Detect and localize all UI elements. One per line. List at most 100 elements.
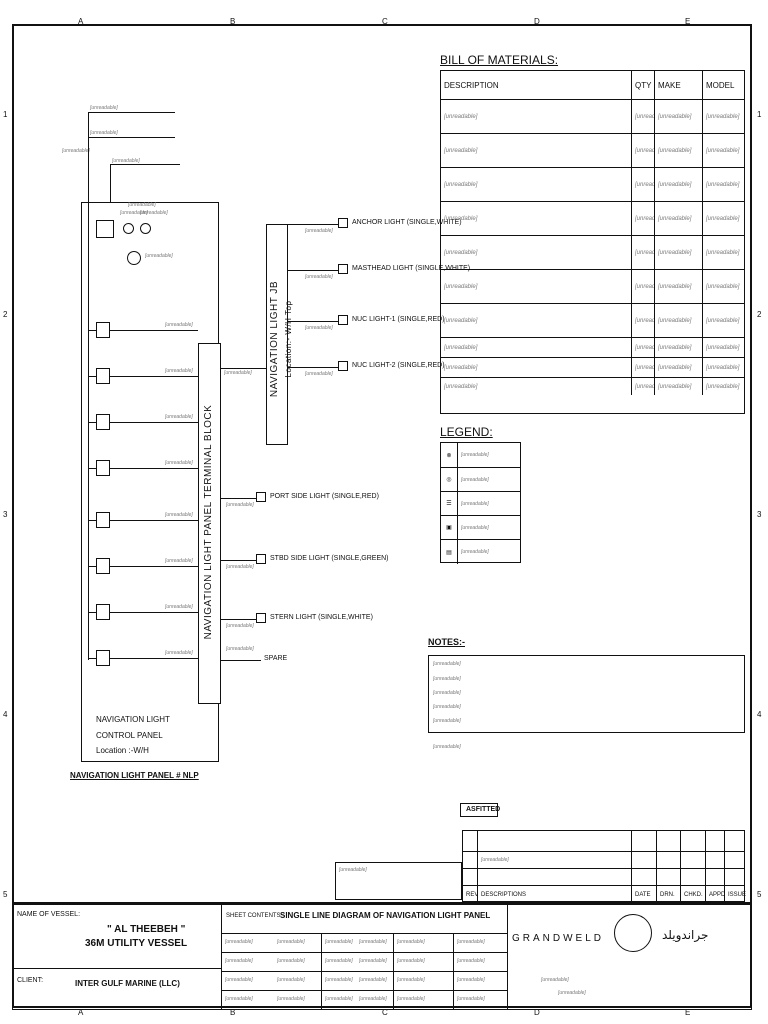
note-item: [unreadable] [433,690,461,696]
output-label: ANCHOR LIGHT (SINGLE,WHITE) [352,219,462,226]
navigation-light-panel-box [81,202,219,762]
bom-make: [unreadable] [654,304,702,337]
rev-cell [724,852,746,868]
control-circuit-box [96,460,110,476]
legend-label: [unreadable] [457,492,522,515]
copyright-box [335,862,462,900]
jb-feed-tag: [unreadable] [224,370,252,376]
output-label: MASTHEAD LIGHT (SINGLE,WHITE) [352,265,471,272]
revision-row: [unreadable] [463,851,744,868]
zone-c-top: C [382,17,388,26]
field-value: [unreadable] [359,958,387,964]
cable-tag: [unreadable] [305,325,333,331]
bom-row: [unreadable] [unreadable] [unreadable] [… [441,235,744,269]
bom-header-model: MODEL [702,71,746,99]
alternate-tag: [unreadable] [140,210,168,216]
row-3-right: 3 [757,510,762,519]
bom-make: [unreadable] [654,338,702,357]
field-value: [unreadable] [359,939,387,945]
field-cell [454,934,508,953]
rev-cell [680,869,705,885]
rev-cell [680,831,705,851]
bom-description: [unreadable] [444,283,478,290]
rev-cell [477,831,631,851]
legend-row: ☰ [unreadable] [441,491,520,515]
circuit-line [88,468,198,469]
legend-label: [unreadable] [457,516,522,539]
bom-description: [unreadable] [444,147,478,154]
revision-header: DATE [631,886,656,903]
terminal-block-box [198,343,221,704]
legend-table: ⊗ [unreadable] ◎ [unreadable] ☰ [unreada… [440,442,522,564]
field-cell [394,953,454,972]
navigation-light-jb-location: Location:- W/H Top [284,300,293,378]
cable-tag: [unreadable] [305,274,333,280]
zone-b-bottom: B [230,1008,236,1017]
note-item: [unreadable] [433,676,461,682]
bom-row: [unreadable] [unreadable] [unreadable] [… [441,269,744,303]
asfitted-label: ASFITTED [466,806,501,813]
navigation-light-output-box [338,361,348,371]
navigation-light-output-box [256,613,266,623]
field-value: [unreadable] [325,939,353,945]
field-cell [322,972,394,991]
bom-qty: [unreadable] [631,270,654,303]
control-circuit-box [96,322,110,338]
field-cell [394,934,454,953]
bom-header-row: DESCRIPTION QTY MAKE MODEL [441,71,744,99]
field-value: [unreadable] [457,939,485,945]
bom-row: [unreadable] [unreadable] [unreadable] [… [441,167,744,201]
company-name: GRANDWELD [512,933,605,944]
company-cell [508,904,752,1010]
output-label: PORT SIDE LIGHT (SINGLE,RED) [270,493,379,500]
rev-cell [631,869,656,885]
terminal-block-label: NAVIGATION LIGHT PANEL TERMINAL BLOCK [203,404,214,640]
field-value: [unreadable] [277,996,305,1002]
rev-cell [724,831,746,851]
bom-table: DESCRIPTION QTY MAKE MODEL [unreadable] … [440,70,745,414]
circuit-line [88,376,198,377]
field-value: [unreadable] [457,958,485,964]
zone-d-top: D [534,17,540,26]
note-item: [unreadable] [433,661,461,667]
zone-a-top: A [78,17,84,26]
bom-description: [unreadable] [444,249,478,256]
row-4-left: 4 [3,710,8,719]
bom-row: [unreadable] [unreadable] [unreadable] [… [441,357,744,377]
revision-header-row: REV. DESCRIPTIONS DATE DRN. CHKD. APPD. … [463,885,746,903]
output-label: STBD SIDE LIGHT (SINGLE,GREEN) [270,555,389,562]
circuit-tag: [unreadable] [165,460,193,466]
rev-cell [656,869,680,885]
vessel-name: " AL THEEBEH " [107,924,186,935]
bom-model: [unreadable] [702,236,746,269]
indication-lamp-icon [140,223,151,234]
field-value: [unreadable] [457,977,485,983]
zone-b-top: B [230,17,236,26]
bom-model: [unreadable] [702,358,746,377]
buzzer-icon [127,251,141,265]
circuit-line [88,566,198,567]
bom-make: [unreadable] [654,202,702,235]
legend-row: ▣ [unreadable] [441,515,520,539]
zone-c-bottom: C [382,1008,388,1017]
bom-row: [unreadable] [unreadable] [unreadable] [… [441,99,744,133]
legend-label: [unreadable] [457,468,522,491]
bom-qty: [unreadable] [631,358,654,377]
field-cell [454,972,508,991]
panel-caption-3: Location :-W/H [96,746,149,755]
indication-lamp-icon: ⊗ [446,452,452,459]
masthead-line [288,270,338,271]
copyright-text: [unreadable] [339,867,367,873]
sheet-contents-cell [222,904,508,934]
field-value: [unreadable] [225,939,253,945]
bom-row: [unreadable] [unreadable] [unreadable] [… [441,303,744,337]
indication-lamp-icon [123,223,134,234]
flame-text: [unreadable] [433,744,461,750]
cable-tag: [unreadable] [226,623,254,629]
field-value: [unreadable] [277,958,305,964]
spare-line [221,660,261,661]
bom-row: [unreadable] [unreadable] [unreadable] [… [441,201,744,235]
revision-header: DRN. [656,886,680,903]
bom-model: [unreadable] [702,304,746,337]
main-tag-4: [unreadable] [62,148,90,154]
